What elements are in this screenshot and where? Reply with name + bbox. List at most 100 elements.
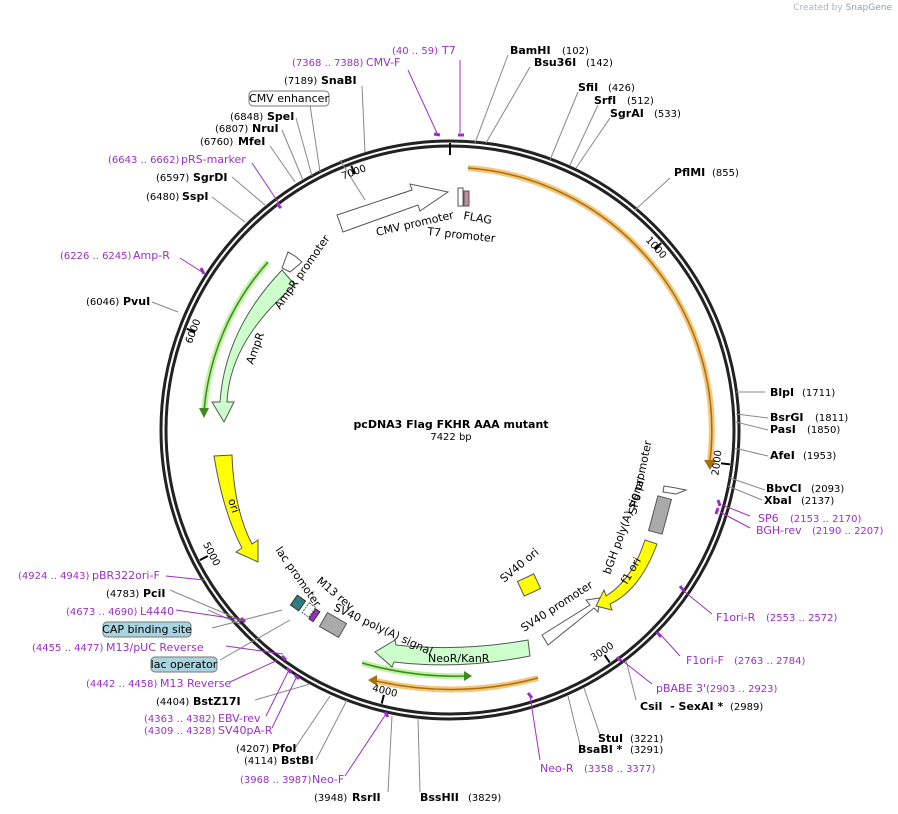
- feat-neor: NeoR/KanR: [428, 652, 490, 665]
- site-pcii-pos: (4783): [106, 589, 139, 600]
- site-rsrii-pos: (3948): [314, 793, 347, 804]
- site-mfei-name: MfeI: [238, 135, 265, 148]
- leader-lines: [151, 54, 769, 793]
- primer-m13puc-range: (4455 .. 4477): [32, 643, 104, 654]
- orf-fkhr-arrow: [704, 460, 716, 470]
- cmv-enhancer-label: CMV enhancer: [249, 92, 329, 105]
- primer-pbabe3-range: (2903 .. 2923): [706, 684, 778, 695]
- primer-cmvf-range: (7368 .. 7388): [292, 58, 364, 69]
- site-afei-name: AfeI: [770, 449, 795, 462]
- backbone-outer: [159, 139, 741, 721]
- site-bstbi-pos: (4114): [244, 756, 277, 767]
- primer-f1orif-name: F1ori-F: [686, 654, 724, 667]
- site-pvui-pos: (6046): [86, 297, 119, 308]
- sv40-polya-box: [318, 611, 348, 639]
- plasmid-length: 7422 bp: [430, 432, 471, 443]
- primer-sp6-name: SP6: [758, 512, 779, 525]
- site-spei-name: SpeI: [267, 110, 294, 123]
- primer-pbr322orif-name: pBR322ori-F: [92, 569, 160, 582]
- primer-l4440-range: (4673 .. 4690): [66, 607, 138, 618]
- site-pasi-pos: (1850): [807, 425, 840, 436]
- tick-mark: [350, 165, 356, 175]
- m13-rev-box: [308, 608, 321, 623]
- tick-mark: [380, 694, 385, 704]
- orf-fkhr-arc-line: [467, 167, 713, 462]
- ampr-track-line: [203, 261, 269, 413]
- feat-ori: ori: [225, 497, 242, 515]
- tick-mark: [720, 462, 731, 466]
- site-spei-pos: (6848): [230, 112, 263, 123]
- site-snabi-name: SnaBI: [321, 74, 357, 87]
- site-bsrgi-pos: (1811): [815, 413, 848, 424]
- lac-promoter-box: [289, 594, 307, 612]
- cap-site-box: [301, 602, 317, 618]
- cmv-promoter-arrow: [336, 183, 450, 233]
- site-mfei-pos: (6760): [200, 137, 233, 148]
- snapgene-brand: SnapGene: [845, 3, 892, 13]
- site-blpi-pos: (1711): [802, 388, 835, 399]
- site-pflmi-name: PflMI: [674, 166, 705, 179]
- primer-prsmarker-range: (6643 .. 6662): [108, 155, 180, 166]
- tick-label: 3000: [589, 640, 616, 663]
- plasmid-name: pcDNA3 Flag FKHR AAA mutant: [353, 418, 548, 431]
- tick-label: 5000: [200, 541, 222, 569]
- site-sgrai-pos: (533): [654, 109, 681, 120]
- site-sgrai-name: SgrAI: [610, 107, 644, 120]
- snapgene-credit: Created by SnapGene: [793, 3, 892, 13]
- primer-ebvrev-range: (4363 .. 4382): [144, 714, 216, 725]
- primer-f1orir-range: (2553 .. 2572): [766, 613, 838, 624]
- site-sgrdi-pos: (6597): [156, 173, 189, 184]
- site-pflmi-pos: (855): [712, 168, 739, 179]
- site-sfii-name: SfiI: [578, 81, 598, 94]
- boxed-features-group: CMV enhancer CAP binding site lac operat…: [102, 90, 330, 673]
- primer-ampr-name: Amp-R: [133, 249, 170, 262]
- tick-mark: [653, 242, 662, 250]
- site-stui-pos: (3221): [630, 734, 663, 745]
- primers-group: (40 .. 59) T7 (7368 .. 7388) CMV-F SP6 (…: [18, 44, 884, 786]
- ampr-track-arrow: [199, 408, 209, 418]
- site-bsu36i-pos: (142): [586, 58, 613, 69]
- ampr-arrow: [211, 269, 296, 424]
- primer-pbabe3-name: pBABE 3': [656, 682, 706, 695]
- sv40-ori-box: [516, 573, 542, 597]
- neor-arrow: [374, 639, 531, 668]
- site-csii-pos: (2989): [730, 702, 763, 713]
- site-bamhi-pos: (102): [562, 46, 589, 57]
- primer-m13puc-name: M13/pUC Reverse: [106, 641, 204, 654]
- neo-track-line: [361, 662, 469, 677]
- primer-marks: [199, 132, 722, 718]
- site-bsshii-name: BssHII: [420, 791, 459, 804]
- site-bsu36i-name: Bsu36I: [534, 56, 576, 69]
- tick-mark: [186, 327, 196, 333]
- site-pfoi-pos: (4207): [236, 744, 269, 755]
- primer-m13reverse-range: (4442 .. 4458): [86, 679, 158, 690]
- site-bsrgi-name: BsrGI: [770, 411, 803, 424]
- cmv-enhancer-box: [248, 90, 330, 107]
- site-snabi-pos: (7189): [284, 76, 317, 87]
- primer-leaders: [165, 60, 751, 777]
- orf-neo-arrow: [368, 675, 377, 686]
- site-sgrdi-name: SgrDI: [193, 171, 227, 184]
- site-bstz17i-name: BstZ17I: [193, 695, 241, 708]
- primer-prsmarker-name: pRS-marker: [181, 153, 246, 166]
- sites-group: BamHI (102) Bsu36I (142) SfiI (426) SrfI…: [86, 44, 848, 804]
- site-srfi-name: SrfI: [594, 94, 616, 107]
- primer-l4440-name: L4440: [140, 605, 174, 618]
- flag-box: [463, 190, 470, 207]
- primer-neor-name: Neo-R: [540, 762, 574, 775]
- feat-flag: FLAG: [462, 209, 492, 227]
- primer-ebvrev-name: EBV-rev: [218, 712, 261, 725]
- primer-m13reverse-name: M13 Reverse: [160, 677, 231, 690]
- site-bbvci-name: BbvCI: [766, 482, 802, 495]
- tick-mark: [199, 555, 209, 562]
- primer-sp6-range: (2153 .. 2170): [790, 514, 862, 525]
- site-bbvci-pos: (2093): [811, 484, 844, 495]
- ori-arrow: [213, 454, 259, 563]
- lac-operator-label: lac operator: [151, 658, 218, 671]
- primer-pbr322orif-range: (4924 .. 4943): [18, 571, 90, 582]
- primer-t7-range: (40 .. 59): [392, 46, 438, 57]
- site-sspi-pos: (6480): [146, 192, 179, 203]
- site-xbai-name: XbaI: [764, 494, 792, 507]
- site-pfoi-name: PfoI: [272, 742, 297, 755]
